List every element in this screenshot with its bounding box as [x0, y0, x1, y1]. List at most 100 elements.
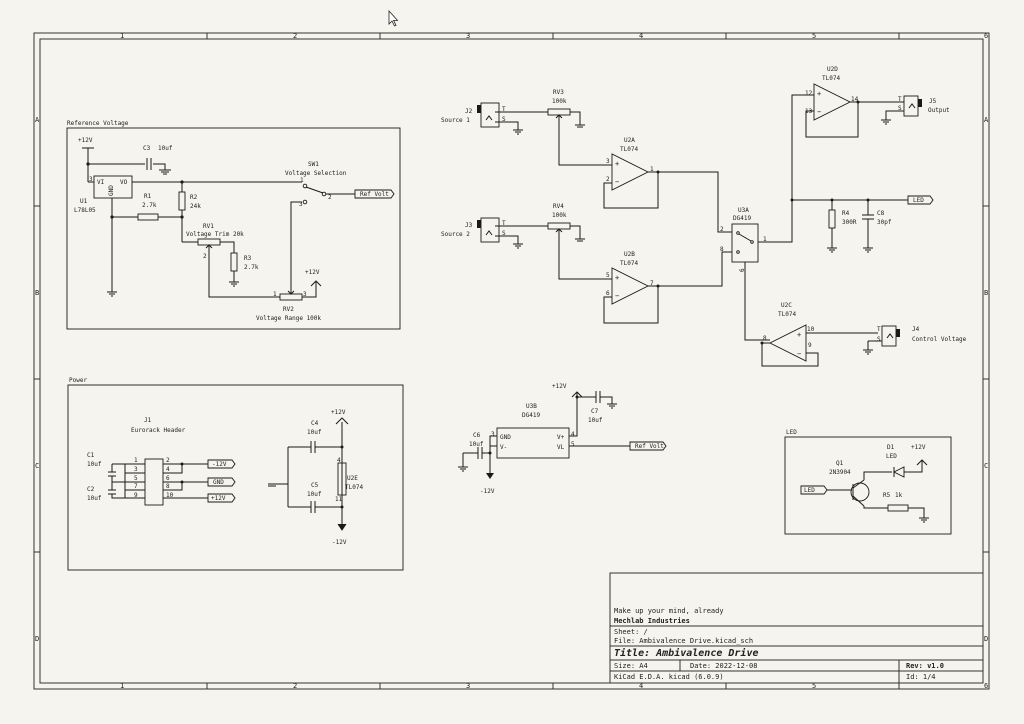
rv3-ref: RV3: [553, 89, 564, 96]
u3b-p12: +12V: [552, 383, 567, 390]
svg-text:VO: VO: [120, 179, 128, 186]
c2-value: 10uf: [87, 495, 102, 502]
opamp-u2a: + − 3 2 1 U2A TL074: [603, 137, 732, 233]
svg-text:VI: VI: [97, 179, 105, 186]
c8-value: 30pf: [877, 219, 892, 226]
opamp-u2d: + − 12 13 14 U2D TL074: [791, 66, 896, 200]
mouse-cursor-icon: [388, 9, 399, 27]
c1-ref: C1: [87, 452, 95, 459]
u3b-m12: -12V: [480, 488, 495, 495]
col-label: 4: [639, 32, 643, 40]
rv4-value: 100k: [552, 212, 567, 219]
svg-text:+: +: [797, 331, 801, 339]
c7-value: 10uf: [588, 417, 603, 424]
u2e-p12: +12V: [331, 409, 346, 416]
j5-value: Output: [928, 107, 950, 114]
col-label: 5: [812, 682, 816, 690]
refvolt-label-in: Ref Volt: [635, 443, 664, 450]
sw1-value: Voltage Selection: [285, 170, 347, 177]
u2b-ref: U2B: [624, 251, 635, 258]
u2c-value: TL074: [778, 311, 796, 318]
j1-value: Eurorack Header: [131, 427, 186, 434]
tb-comment: Make up your mind, already: [614, 607, 724, 615]
tb-file: File: Ambivalence Drive.kicad_sch: [614, 637, 753, 645]
rv1-value: Voltage Trim 20k: [186, 231, 244, 238]
c2-ref: C2: [87, 486, 95, 493]
svg-text:6: 6: [739, 268, 746, 272]
row-label: A: [984, 116, 989, 124]
u2b-value: TL074: [620, 260, 638, 267]
u2e-m12: -12V: [332, 539, 347, 546]
svg-text:3: 3: [299, 201, 303, 208]
svg-text:6: 6: [166, 475, 170, 482]
svg-text:3: 3: [134, 466, 138, 473]
svg-text:T: T: [502, 106, 506, 113]
svg-text:GND: GND: [213, 479, 224, 486]
svg-text:1: 1: [300, 177, 304, 184]
border-column-labels: 1 2 3 4 5 6 1 2 3 4 5 6: [120, 32, 988, 690]
c3-value: 10uf: [158, 145, 173, 152]
d1-ref: D1: [887, 444, 895, 451]
svg-text:4: 4: [571, 431, 575, 438]
svg-text:2: 2: [166, 457, 170, 464]
output-load: R4 300R C8 30pf LED: [790, 195, 934, 253]
switch-u3b-power: U3B DG419 GND V- V+ VL 3 4 5 -12V C6 10u…: [458, 383, 667, 495]
col-label: 2: [293, 682, 297, 690]
d1-p12: +12V: [911, 444, 926, 451]
j3-ref: J3: [465, 222, 473, 229]
u1-value: L78L05: [74, 207, 96, 214]
switch-u3a: U3A DG419 2 8 1 6: [720, 199, 908, 341]
svg-text:S: S: [898, 105, 902, 112]
r5-value: 1k: [895, 492, 903, 499]
svg-text:8: 8: [166, 483, 170, 490]
col-label: 4: [639, 682, 643, 690]
svg-text:8: 8: [720, 246, 724, 253]
svg-text:2: 2: [203, 253, 207, 260]
row-label: B: [984, 289, 988, 297]
svg-text:6: 6: [606, 290, 610, 297]
svg-text:V+: V+: [557, 434, 565, 441]
inner-frame: [39, 38, 984, 684]
u2c-ref: U2C: [781, 302, 792, 309]
col-label: 5: [812, 32, 816, 40]
svg-text:12: 12: [805, 90, 813, 97]
svg-text:1: 1: [763, 236, 767, 243]
svg-text:10: 10: [166, 492, 174, 499]
r2-value: 24k: [190, 203, 201, 210]
u2d-value: TL074: [822, 75, 840, 82]
u2e-ref: U2E: [347, 475, 358, 482]
row-label: C: [35, 462, 39, 470]
d1-value: LED: [886, 453, 897, 460]
power-group: Power J1 Eurorack Header 1 3 5 7 9 2 4 6…: [67, 377, 404, 571]
u3a-ref: U3A: [738, 207, 749, 214]
svg-text:5: 5: [134, 475, 138, 482]
col-label: 6: [984, 32, 988, 40]
svg-text:GND: GND: [108, 185, 115, 196]
svg-text:−: −: [615, 292, 619, 300]
j2-ref: J2: [465, 108, 473, 115]
tb-id: Id: 1/4: [906, 673, 936, 681]
c3-ref: C3: [143, 145, 151, 152]
c4-value: 10uf: [307, 429, 322, 436]
reference-voltage-group: Reference Voltage +12V C3 10uf 3 VI VO G…: [66, 120, 401, 330]
u3b-value: DG419: [522, 412, 540, 419]
c5-ref: C5: [311, 482, 319, 489]
u2e-value: TL074: [345, 484, 363, 491]
led-net-in: LED: [804, 487, 815, 494]
j4-ref: J4: [912, 326, 920, 333]
svg-text:9: 9: [808, 342, 812, 349]
u1-ref: U1: [80, 198, 88, 205]
u2a-ref: U2A: [624, 137, 635, 144]
u2a-value: TL074: [620, 146, 638, 153]
svg-text:14: 14: [851, 96, 859, 103]
svg-text:2: 2: [606, 176, 610, 183]
tb-company: Mechlab Industries: [614, 617, 690, 625]
svg-text:+: +: [615, 160, 619, 168]
svg-text:3: 3: [491, 431, 495, 438]
row-label: D: [35, 635, 39, 643]
row-label: B: [35, 289, 39, 297]
svg-text:V-: V-: [500, 444, 507, 451]
c6-value: 10uf: [469, 441, 484, 448]
svg-text:S: S: [502, 230, 506, 237]
q1-value: 2N3904: [829, 469, 851, 476]
